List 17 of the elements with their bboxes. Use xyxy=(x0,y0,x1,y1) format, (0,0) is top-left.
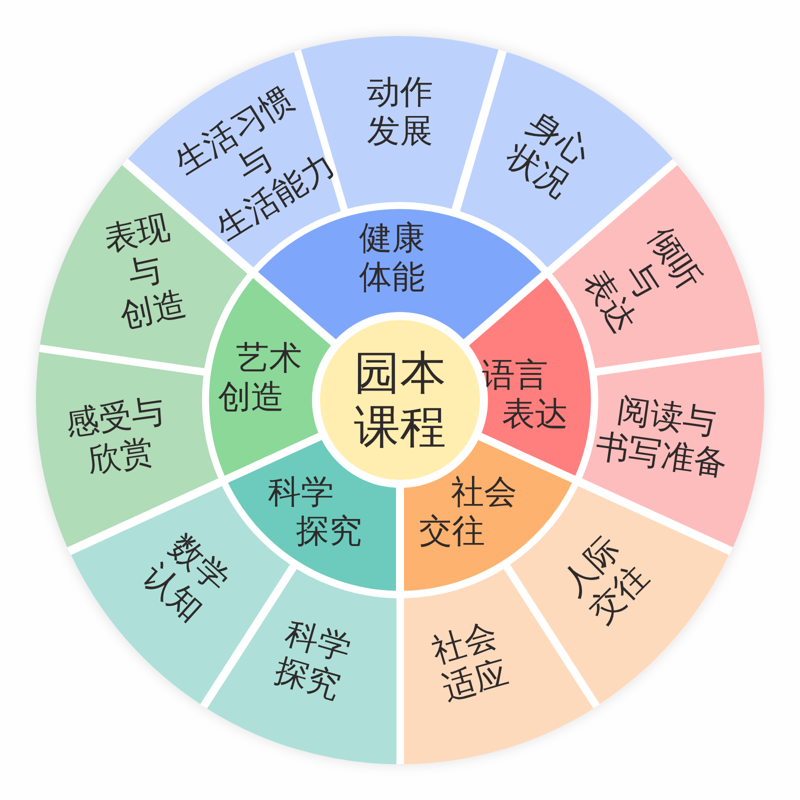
segment-label: 语言表达 xyxy=(482,356,568,434)
segment-label: 艺术创造 xyxy=(218,339,302,417)
center-label: 园本课程 xyxy=(354,346,446,454)
segment-label: 身心状况 xyxy=(499,104,597,206)
segment-label: 倾听与表达 xyxy=(575,220,709,340)
segment-label: 动作发展 xyxy=(366,73,433,151)
inner-ring-segment xyxy=(209,278,331,476)
segment-label: 社会交往 xyxy=(419,473,517,551)
segment-label: 阅读与书写准备 xyxy=(593,388,730,484)
segment-label: 健康体能 xyxy=(358,219,425,297)
segment-label: 社会适应 xyxy=(428,615,512,708)
segment-label: 数学认知 xyxy=(135,526,237,629)
segment-label: 表现与创造 xyxy=(100,208,190,336)
segment-label: 科学探究 xyxy=(270,613,356,706)
segment-label: 感受与欣赏 xyxy=(64,392,168,482)
segment-label: 人际交往 xyxy=(554,529,656,631)
segment-label: 科学探究 xyxy=(268,473,362,551)
